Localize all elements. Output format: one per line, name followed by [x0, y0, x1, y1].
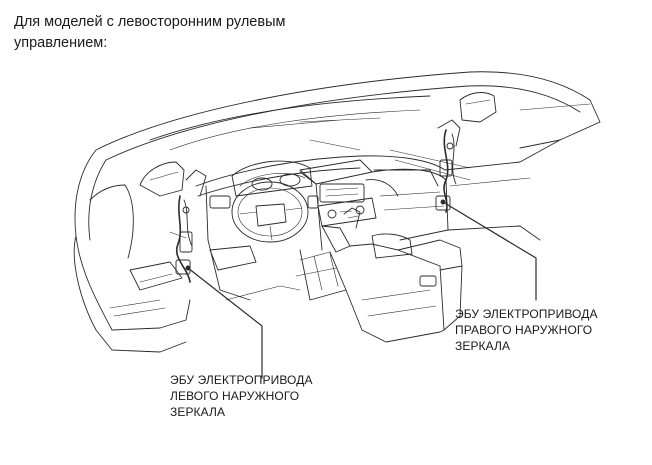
instrument-panel [195, 155, 449, 301]
diagram-heading: Для моделей с левосторонним рулевым упра… [14, 12, 354, 54]
center-console [295, 207, 463, 343]
heading-line-2: управлением: [14, 35, 108, 51]
right-door-area [435, 92, 561, 241]
heading-line-1: Для моделей с левосторонним рулевым [14, 14, 286, 30]
leader-right-ecu [442, 201, 537, 301]
leader-lines [185, 199, 537, 379]
callout-right-mirror-ecu: ЭБУ ЭЛЕКТРОПРИВОДА ПРАВОГО НАРУЖНОГО ЗЕР… [455, 307, 598, 353]
left-door-area [73, 149, 207, 353]
leader-left-ecu [187, 267, 263, 379]
roof-and-windshield [95, 71, 601, 181]
callout-left-mirror-ecu: ЭБУ ЭЛЕКТРОПРИВОДА ЛЕВОГО НАРУЖНОГО ЗЕРК… [170, 373, 313, 419]
